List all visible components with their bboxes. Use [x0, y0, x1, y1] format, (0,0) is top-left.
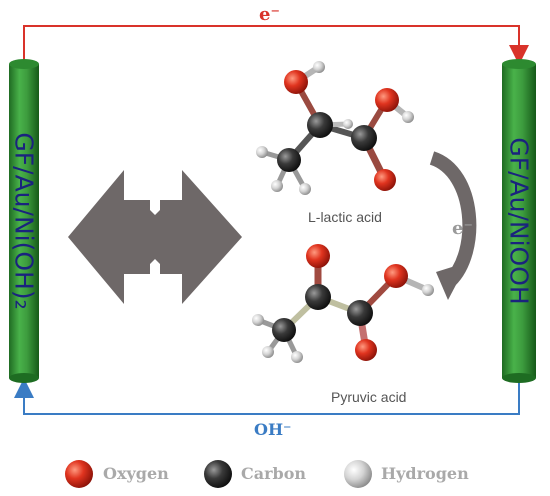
carbon-legend-sphere	[204, 460, 232, 488]
lactic-acid-molecule	[256, 61, 414, 195]
legend-oxygen-label: Oxygen	[103, 464, 169, 483]
oxygen-legend-sphere	[65, 460, 93, 488]
legend-carbon-label: Carbon	[241, 464, 307, 483]
pyruvic-acid-label: Pyruvic acid	[331, 389, 407, 405]
right-electrode-label: GF/Au/NiOOH	[505, 137, 534, 304]
legend-hydrogen-label: Hydrogen	[381, 464, 469, 483]
electron-flow-arrow	[23, 25, 529, 65]
electron-label-top: e⁻	[259, 4, 280, 25]
lactic-acid-label: L-lactic acid	[308, 209, 382, 225]
left-electrode-label: GF/Au/Ni(OH)₂	[10, 132, 39, 309]
curved-transfer-arrowhead	[436, 262, 468, 300]
double-arrow-icon	[68, 170, 242, 304]
hydroxide-label: OH⁻	[254, 420, 292, 439]
electron-transfer-label: e⁻	[452, 218, 473, 239]
pyruvic-acid-molecule	[252, 244, 434, 363]
left-electrode	[9, 59, 39, 383]
hydroxide-flow-arrow	[14, 378, 520, 415]
hydrogen-legend-sphere	[344, 460, 372, 488]
right-electrode	[502, 59, 536, 383]
